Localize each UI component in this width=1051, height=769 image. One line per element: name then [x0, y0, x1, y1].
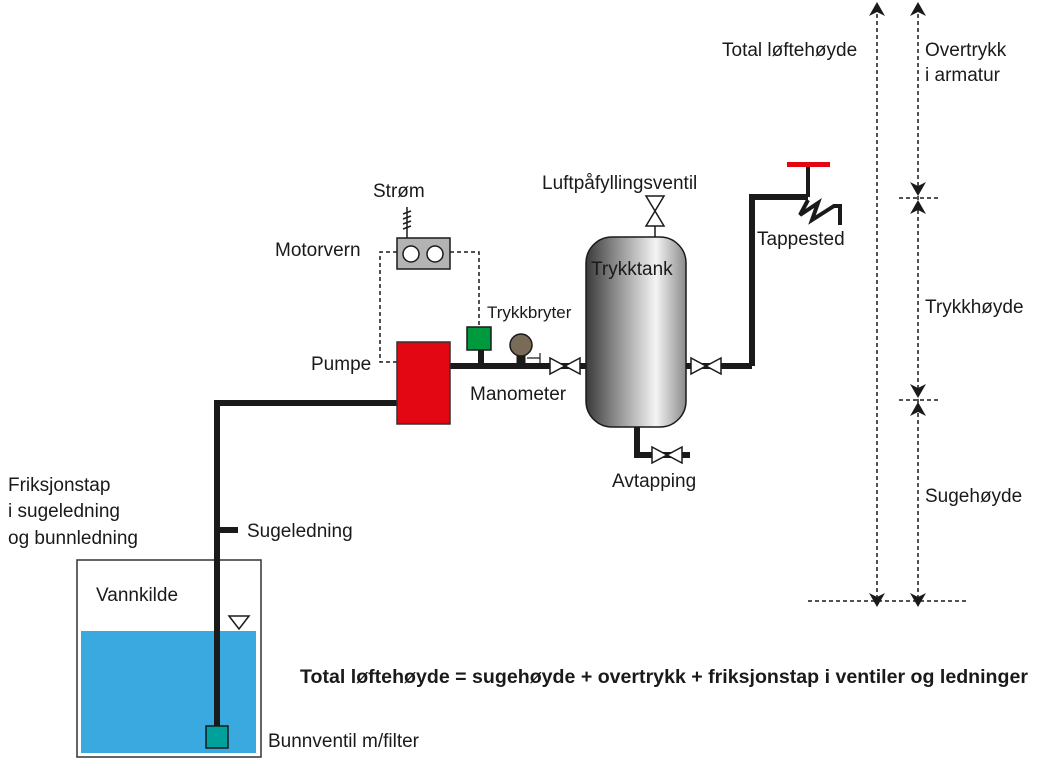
manometer-tap-icon — [527, 353, 541, 363]
formula-text: Total løftehøyde = sugehøyde + overtrykk… — [300, 667, 1029, 688]
vannkilde-label: Vannkilde — [96, 585, 178, 606]
dimension-lines — [808, 14, 968, 602]
trykktank-label: Trykktank — [591, 259, 673, 280]
arrow-up-icon — [869, 2, 885, 16]
sugeledning-label: Sugeledning — [247, 521, 353, 542]
friksjon-label-line3: og bunnledning — [8, 528, 138, 549]
overtrykk-label-line2: i armatur — [925, 65, 1001, 86]
motor-guard-button-icon — [402, 245, 420, 263]
water-level-icon — [227, 615, 251, 631]
outlet-valve-icon — [690, 356, 722, 376]
luftpafyllingsventil-label: Luftpåfyllingsventil — [542, 173, 697, 194]
pumpe-label: Pumpe — [311, 354, 371, 375]
manometer-gauge-icon — [509, 333, 533, 357]
arrow-down-icon — [910, 384, 926, 398]
trykkhoyde-label: Trykkhøyde — [925, 297, 1024, 318]
arrow-down-icon — [910, 182, 926, 196]
water-body — [81, 631, 256, 753]
pump — [396, 341, 451, 425]
motorvern-label: Motorvern — [275, 240, 361, 261]
drain-valve-icon — [651, 445, 683, 465]
arrow-down-icon — [869, 593, 885, 607]
avtapping-label: Avtapping — [612, 471, 696, 492]
bunnventil-label: Bunnventil m/filter — [268, 731, 420, 752]
motor-guard-button-icon — [426, 245, 444, 263]
foot-valve-icon — [205, 725, 229, 749]
arrow-up-icon — [910, 200, 926, 214]
pressure-tank — [585, 236, 687, 428]
power-cable-icon — [402, 207, 412, 238]
tappested-label: Tappested — [757, 229, 845, 250]
inlet-valve-icon — [549, 356, 581, 376]
arrow-up-icon — [910, 2, 926, 16]
sugehoyde-label: Sugehøyde — [925, 486, 1022, 507]
tap-icon — [787, 162, 842, 225]
strom-label: Strøm — [373, 181, 425, 202]
air-valve-icon — [644, 195, 666, 227]
suction-pipe — [214, 400, 398, 728]
friksjon-label-line1: Friksjonstap — [8, 475, 110, 496]
friksjon-label-line2: i sugeledning — [8, 501, 120, 522]
arrow-down-icon — [910, 593, 926, 607]
manometer-label: Manometer — [470, 384, 567, 405]
motor-guard — [396, 237, 451, 270]
water-source: Vannkilde — [76, 559, 262, 758]
tap-handle — [787, 162, 830, 167]
overtrykk-label-line1: Overtrykk — [925, 40, 1007, 61]
dimension-arrows — [869, 2, 926, 607]
trykkbryter-label: Trykkbryter — [487, 303, 572, 322]
total-lofteh-label: Total løftehøyde — [722, 40, 857, 61]
pressure-switch — [466, 326, 492, 351]
arrow-up-icon — [910, 402, 926, 416]
control-wiring — [379, 251, 480, 363]
